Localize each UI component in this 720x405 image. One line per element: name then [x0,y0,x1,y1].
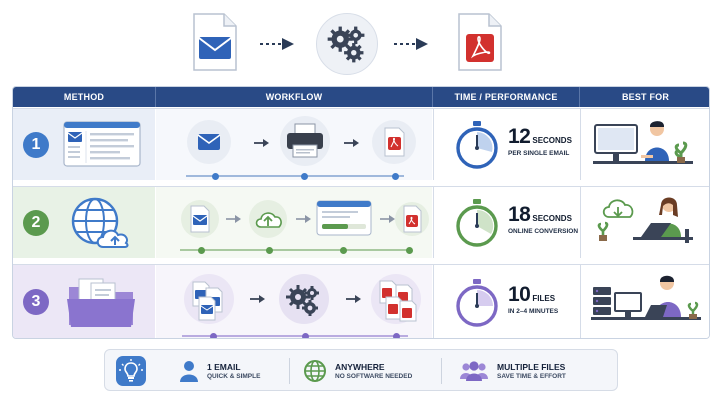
person-at-server-desk-icon [589,271,705,335]
best-for-cell [580,187,709,258]
gears-icon [276,273,332,325]
person-with-laptop-icon [589,191,705,255]
workflow-dot [301,172,308,180]
workflow-progress-track [182,335,408,337]
multiple-pdfs-icon [368,273,424,325]
table-row: 2 [13,186,709,258]
legend-title: ANYWHERE [335,362,385,372]
arrow-right-icon [258,36,298,52]
metric-value: 18 [508,203,531,226]
workflow-dot [406,246,413,254]
table-row: 1 [13,108,709,180]
arrow-right-icon [380,214,396,224]
workflow-progress-track [180,249,410,251]
legend-title: MULTIPLE FILES [497,362,566,372]
single-user-icon [177,359,201,383]
pdf-document-icon [455,12,505,74]
legend-item-multiple-files: MULTIPLE FILES SAVE TIME & EFFORT [459,350,609,392]
workflow-dot [392,172,399,180]
header-best-for: BEST FOR [621,92,670,102]
stopwatch-icon [454,198,500,248]
group-users-icon [459,359,489,383]
legend-subtitle: NO SOFTWARE NEEDED [335,373,413,380]
legend-divider [289,358,290,384]
email-icon [186,119,232,165]
arrow-right-icon [296,214,312,224]
legend-bar: 1 EMAIL QUICK & SIMPLE ANYWHERE NO SOFTW… [104,349,618,391]
legend-subtitle: QUICK & SIMPLE [207,373,261,380]
workflow-dot [266,246,273,254]
workflow-cell [156,265,432,338]
cloud-upload-icon [248,199,288,239]
workflow-dot [198,246,205,254]
metric-caption: PER SINGLE EMAIL [508,150,570,157]
legend-item-anywhere: ANYWHERE NO SOFTWARE NEEDED [303,350,433,392]
table-row: 3 [13,264,709,338]
workflow-dot [210,332,217,338]
workflow-cell [156,109,432,180]
arrow-right-icon [226,214,242,224]
arrow-right-icon [392,36,432,52]
comparison-table: METHOD WORKFLOW TIME / PERFORMANCE BEST … [12,86,710,339]
arrow-right-icon [344,138,360,148]
best-for-cell [580,265,709,338]
legend-divider [441,358,442,384]
workflow-dot [393,332,400,338]
arrow-right-icon [250,294,266,304]
email-client-window-icon [63,121,141,167]
email-document-icon [190,12,240,74]
best-for-cell [580,109,709,180]
top-flow-diagram [0,0,720,84]
legend-title: 1 EMAIL [207,362,241,372]
method-cell: 2 [13,187,155,258]
metric-value: 10 [508,283,531,306]
multiple-emails-icon [182,273,236,325]
arrow-right-icon [254,138,270,148]
printer-icon [276,115,334,167]
metric-value: 12 [508,125,531,148]
workflow-dot [302,332,309,338]
metric-unit: SECONDS [532,214,572,223]
stopwatch-icon [454,278,500,328]
pdf-icon [394,199,430,239]
folder-with-files-icon [65,275,137,329]
method-cell: 1 [13,109,155,180]
legend-item-single-email: 1 EMAIL QUICK & SIMPLE [177,350,287,392]
workflow-dot [212,172,219,180]
workflow-progress-track [186,175,404,177]
email-icon [180,199,220,239]
method-cell: 3 [13,265,155,338]
step-number-badge: 1 [23,132,49,158]
metric-unit: FILES [532,294,556,303]
browser-progress-icon [316,197,372,239]
legend-subtitle: SAVE TIME & EFFORT [497,373,566,380]
pdf-icon [371,119,417,165]
table-header: METHOD WORKFLOW TIME / PERFORMANCE BEST … [13,87,709,107]
globe-cloud-upload-icon [63,195,141,251]
workflow-cell [156,187,432,258]
header-method: METHOD [13,87,156,107]
header-time: TIME / PERFORMANCE [433,87,580,107]
step-number-badge: 2 [23,210,49,236]
metric-unit: SECONDS [532,136,572,145]
arrow-right-icon [346,294,362,304]
metric-caption: IN 2–4 MINUTES [508,308,559,315]
metric-caption: ONLINE CONVERSION [508,228,579,235]
stopwatch-icon [454,120,500,170]
lightbulb-icon [116,356,146,386]
person-at-desktop-icon [589,113,705,177]
workflow-dot [340,246,347,254]
header-workflow: WORKFLOW [156,87,433,107]
globe-icon [303,359,327,383]
step-number-badge: 3 [23,289,49,315]
gears-icon [316,13,378,75]
